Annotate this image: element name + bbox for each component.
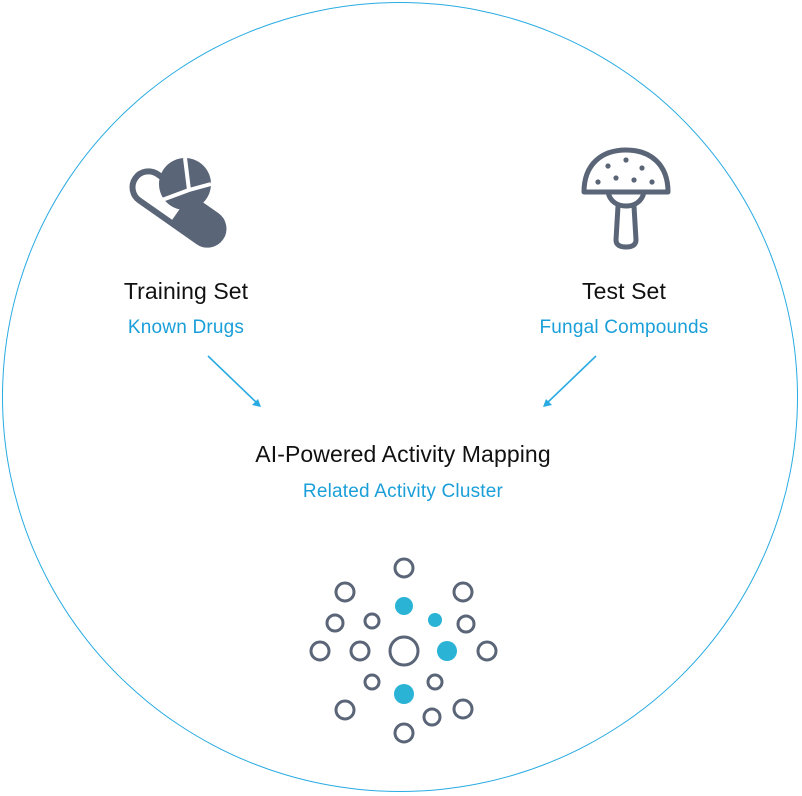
activity-cluster-icon <box>309 557 498 744</box>
pill-capsule-icon <box>129 157 227 248</box>
test-set-subtitle: Fungal Compounds <box>539 317 709 338</box>
mapping-subtitle: Related Activity Cluster <box>302 481 504 502</box>
test-arrow-icon <box>543 355 597 407</box>
training-set-subtitle: Known Drugs <box>127 317 245 338</box>
test-set-title: Test Set <box>582 278 666 304</box>
training-set-title: Training Set <box>123 278 249 304</box>
mapping-title: AI-Powered Activity Mapping <box>255 441 551 467</box>
mushroom-icon <box>581 147 671 250</box>
training-arrow-icon <box>207 355 261 407</box>
